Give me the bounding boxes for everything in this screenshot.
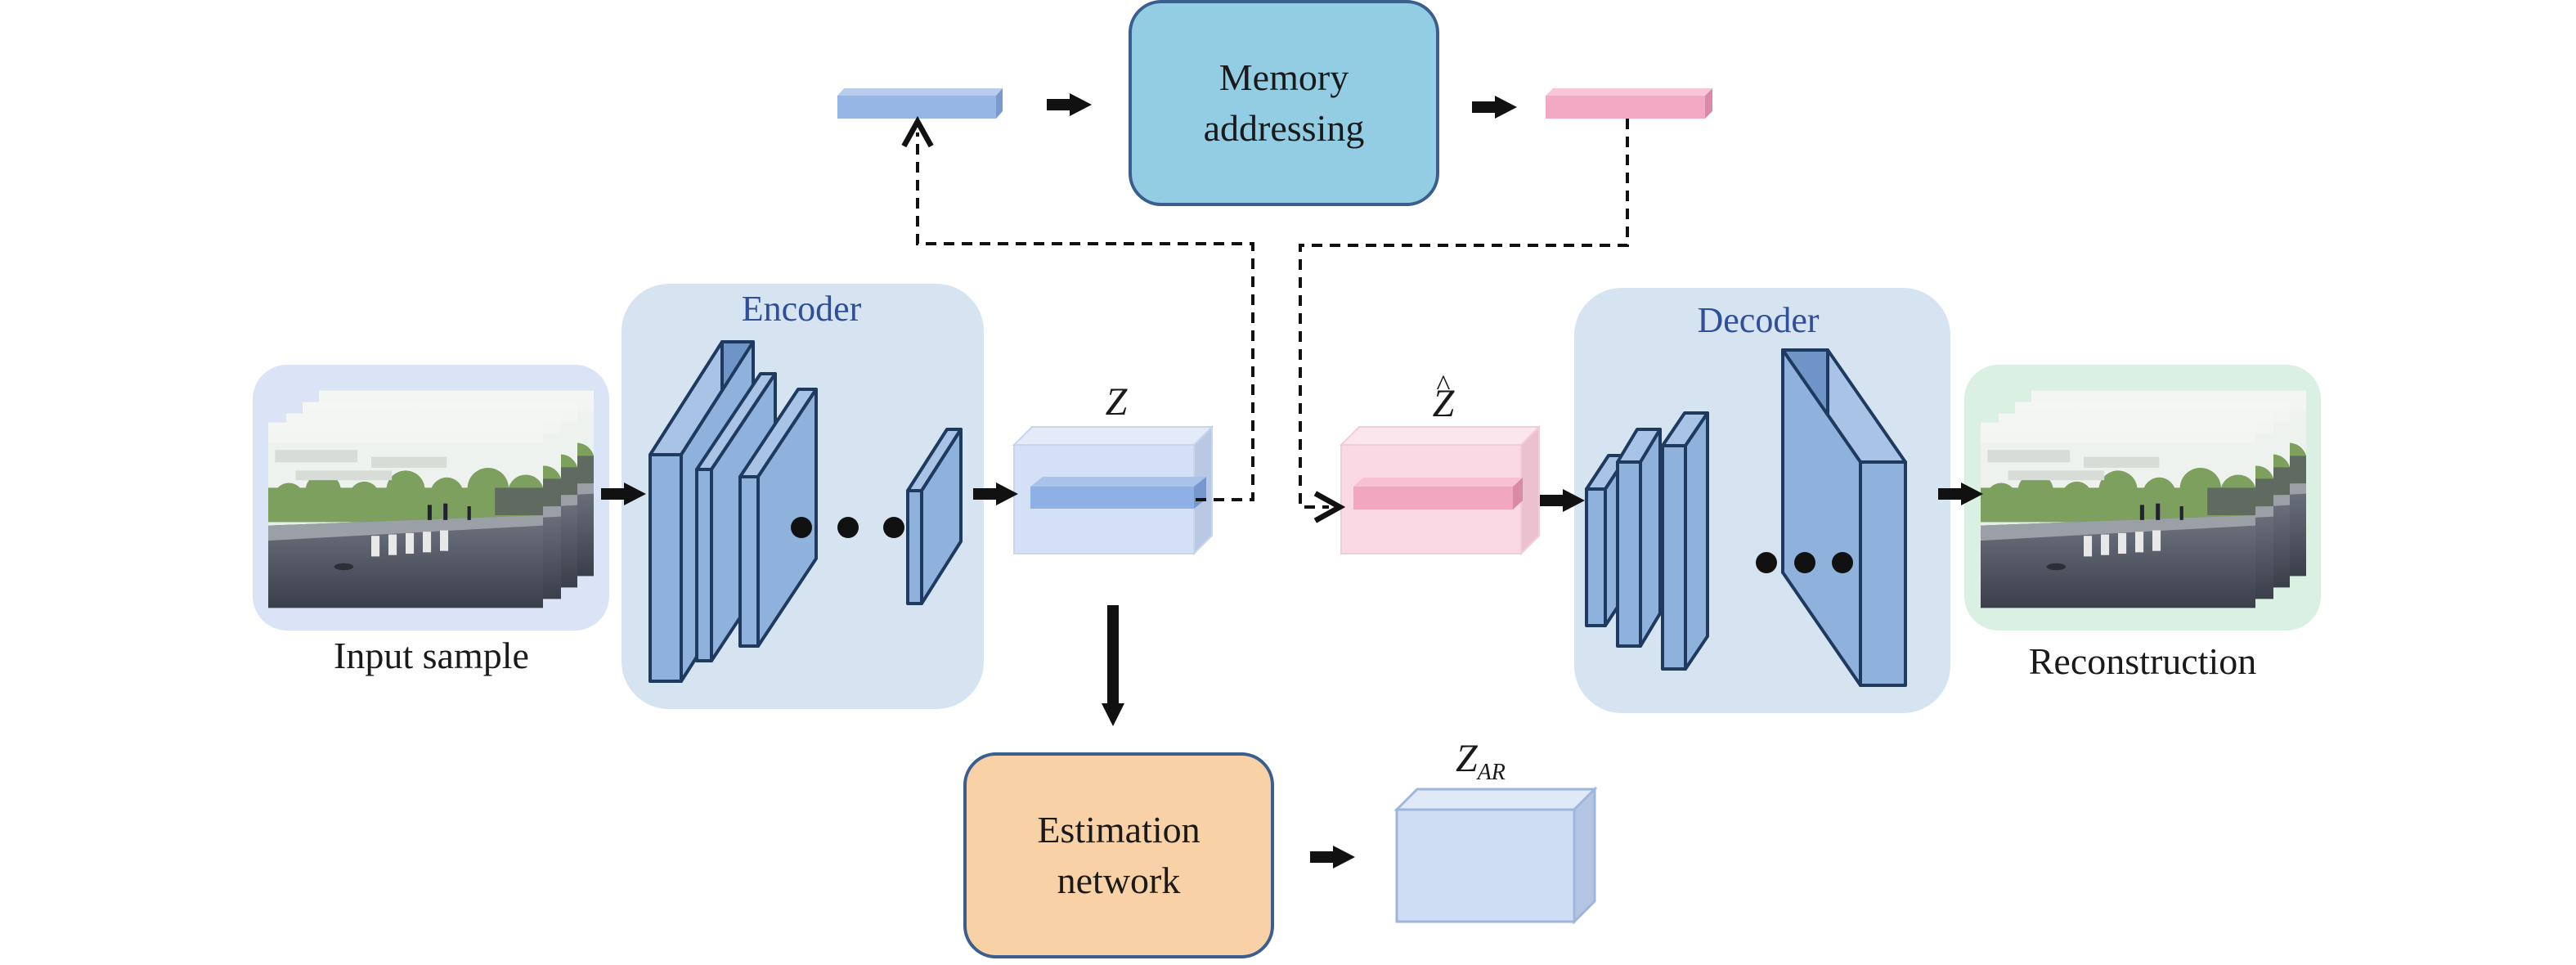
encoder-layers — [648, 340, 963, 683]
z-symbol: Z — [1105, 380, 1128, 424]
estimation-network-box — [963, 752, 1274, 958]
reconstruction-caption: Reconstruction — [2028, 640, 2257, 682]
encoder-layer-last — [906, 428, 963, 605]
arrow-input-to-encoder — [601, 482, 646, 505]
arrow-estimation-to-zar — [1310, 846, 1355, 868]
estimation-network-line1: Estimation — [1037, 809, 1200, 851]
estimation-network-label: Estimation network — [965, 805, 1272, 906]
z-ar-main: Z — [1456, 737, 1478, 780]
z-ar-symbol: ZAR — [1456, 736, 1546, 785]
z-hat-accent: ^ — [1436, 369, 1451, 402]
decoder-ellipsis — [1756, 552, 1853, 573]
encoder-ellipsis — [791, 517, 904, 538]
arrow-encoder-to-z — [973, 482, 1018, 505]
z-latent-cube — [1012, 424, 1214, 556]
encoder-title: Encoder — [741, 289, 862, 329]
input-video-frames — [268, 390, 594, 608]
arrow-memory-to-retrieved — [1472, 96, 1517, 119]
z-ar-subscript: AR — [1477, 760, 1506, 785]
query-vector — [837, 88, 1003, 119]
retrieved-memory-vector — [1546, 88, 1712, 119]
input-sample-caption: Input sample — [334, 635, 529, 676]
z-hat-symbol: Z — [1432, 382, 1455, 425]
memory-addressing-line1: Memory — [1218, 56, 1349, 98]
decoder-layer-last — [1781, 348, 1907, 687]
arrow-z-to-estimation — [1102, 605, 1124, 726]
encoder-layer-3 — [738, 388, 818, 648]
memory-addressing-label: Memory addressing — [1130, 52, 1438, 154]
decoder-layers — [1585, 348, 1907, 687]
decoder-layer-3 — [1661, 411, 1709, 671]
dashed-z-to-query — [918, 132, 1254, 501]
reconstruction-video-frames — [1981, 390, 2306, 608]
memory-addressing-line2: addressing — [1203, 107, 1365, 149]
arrow-query-to-memory — [1047, 93, 1092, 116]
memory-addressing-box — [1129, 0, 1439, 206]
z-ar-cube — [1393, 786, 1598, 925]
dashed-retrieved-to-zhat — [1299, 119, 1629, 507]
arrow-decoder-to-reconstruction — [1938, 482, 1983, 505]
estimation-network-line2: network — [1057, 860, 1181, 901]
arrow-zhat-to-decoder — [1540, 489, 1585, 512]
dashed-connectors — [918, 119, 1629, 507]
z-hat-cube — [1339, 424, 1542, 556]
decoder-title: Decoder — [1697, 300, 1820, 340]
flow-arrows — [601, 93, 1983, 868]
decoder-layer-2 — [1616, 428, 1662, 648]
